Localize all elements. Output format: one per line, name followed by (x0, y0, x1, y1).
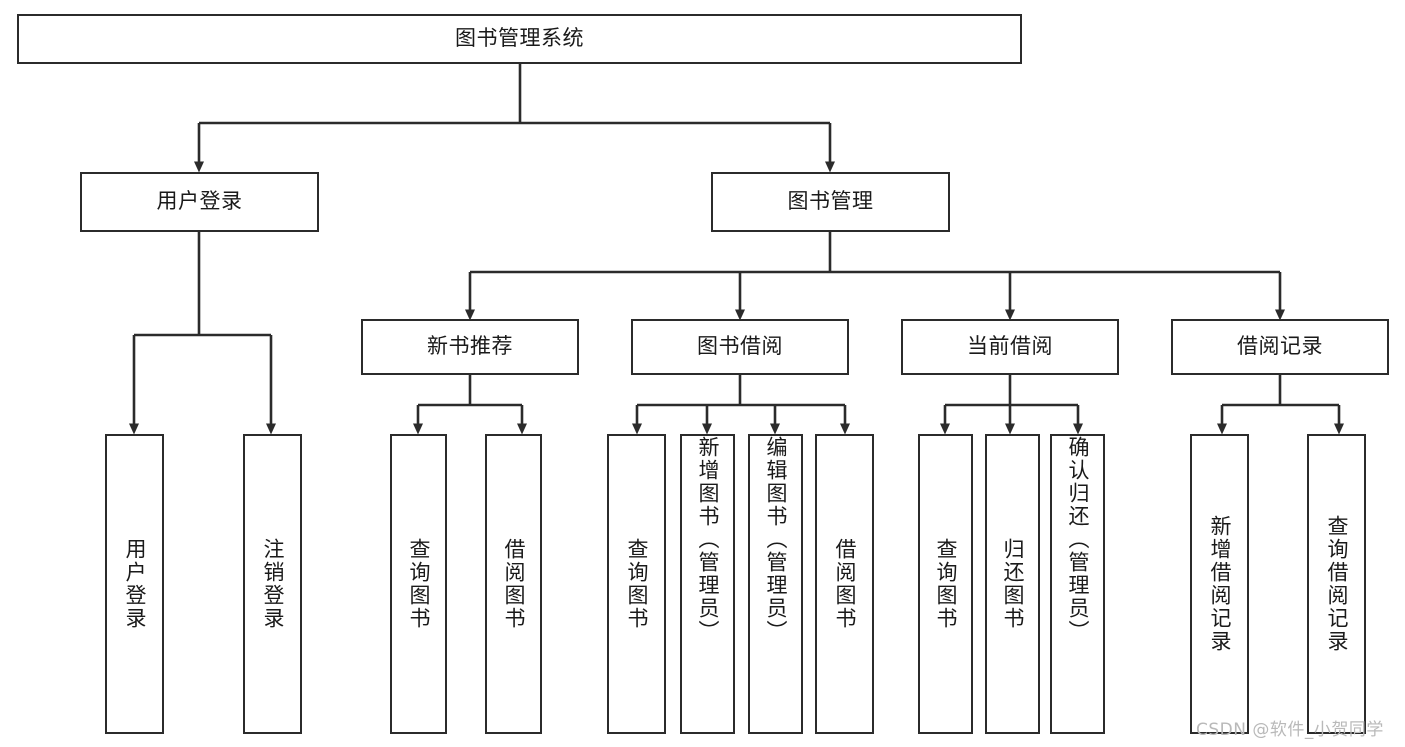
new-book-recommend-connectors (413, 375, 527, 435)
node-new-book-recommend[interactable]: 新书推荐 (361, 319, 579, 375)
node-label: 查询图书 (624, 538, 649, 630)
node-root-system[interactable]: 图书管理系统 (17, 14, 1022, 64)
node-leaf-add-book[interactable]: 新增图书（管理员） (680, 434, 735, 734)
node-label: 图书管理 (787, 189, 874, 214)
node-label: 编辑图书（管理员） (763, 436, 788, 643)
current-borrow-connectors (940, 375, 1083, 435)
node-leaf-edit-book[interactable]: 编辑图书（管理员） (748, 434, 803, 734)
node-leaf-query-book-3[interactable]: 查询图书 (918, 434, 973, 734)
book-management-connectors (465, 232, 1285, 321)
node-label: 借阅图书 (832, 538, 857, 630)
node-label: 图书借阅 (697, 334, 783, 359)
node-label: 用户登录 (156, 189, 243, 214)
node-leaf-query-record[interactable]: 查询借阅记录 (1307, 434, 1366, 734)
node-user-login[interactable]: 用户登录 (80, 172, 319, 232)
node-label: 图书管理系统 (455, 26, 584, 51)
node-label: 新增图书（管理员） (695, 436, 720, 643)
book-borrow-connectors (632, 375, 850, 435)
node-label: 归还图书 (1000, 538, 1025, 630)
node-leaf-logout[interactable]: 注销登录 (243, 434, 302, 734)
node-book-borrow[interactable]: 图书借阅 (631, 319, 849, 375)
node-label: 借阅图书 (501, 538, 526, 630)
user-login-connectors (129, 232, 276, 435)
node-leaf-add-record[interactable]: 新增借阅记录 (1190, 434, 1249, 734)
node-leaf-query-book-2[interactable]: 查询图书 (607, 434, 666, 734)
node-label: 当前借阅 (967, 334, 1053, 359)
node-label: 新增借阅记录 (1207, 515, 1232, 653)
node-label: 借阅记录 (1237, 334, 1323, 359)
node-leaf-borrow-book-2[interactable]: 借阅图书 (815, 434, 874, 734)
node-label: 查询图书 (406, 538, 431, 630)
root-connectors (194, 64, 835, 173)
node-leaf-confirm-return[interactable]: 确认归还（管理员） (1050, 434, 1105, 734)
node-borrow-record[interactable]: 借阅记录 (1171, 319, 1389, 375)
node-leaf-return-book[interactable]: 归还图书 (985, 434, 1040, 734)
node-book-management[interactable]: 图书管理 (711, 172, 950, 232)
node-label: 确认归还（管理员） (1065, 436, 1090, 643)
borrow-record-connectors (1217, 375, 1344, 435)
csdn-watermark: CSDN @软件_小贺同学 (1196, 720, 1384, 740)
node-current-borrow[interactable]: 当前借阅 (901, 319, 1119, 375)
node-label: 新书推荐 (427, 334, 513, 359)
node-leaf-borrow-book-1[interactable]: 借阅图书 (485, 434, 542, 734)
node-label: 查询图书 (933, 538, 958, 630)
node-label: 用户登录 (122, 538, 147, 630)
node-leaf-user-login[interactable]: 用户登录 (105, 434, 164, 734)
node-leaf-query-book-1[interactable]: 查询图书 (390, 434, 447, 734)
node-label: 查询借阅记录 (1324, 515, 1349, 653)
node-label: 注销登录 (260, 538, 285, 630)
